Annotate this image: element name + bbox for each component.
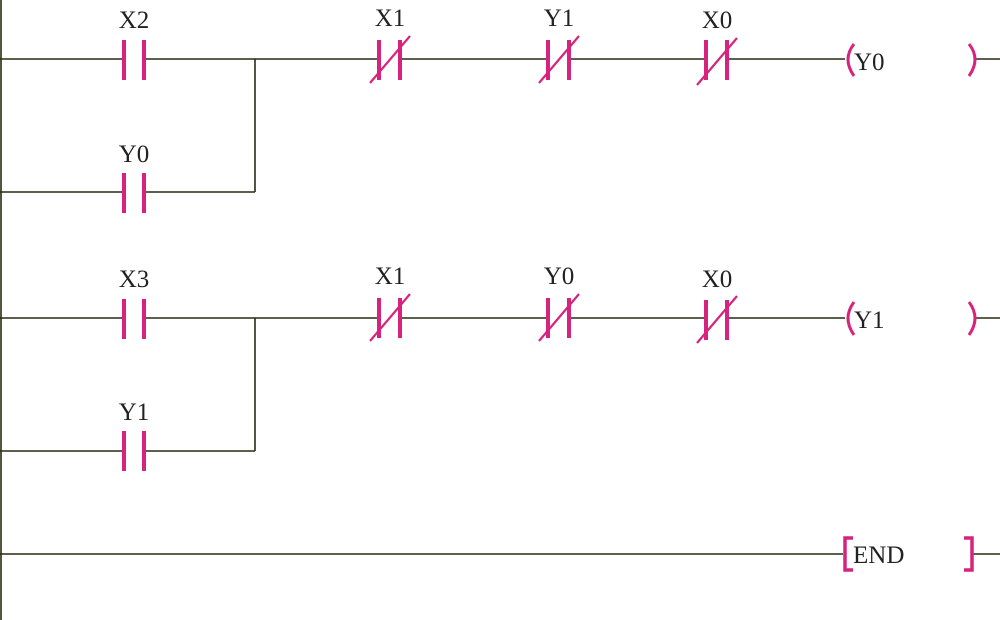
contact-label: X2 [119, 7, 150, 34]
output-coil: Y0 [846, 43, 977, 77]
contact-label: Y0 [544, 263, 575, 290]
coil-label: Y0 [854, 49, 885, 76]
contact-no: Y0 [119, 141, 150, 213]
end-bracket-left [843, 536, 853, 572]
contact-label: X0 [702, 7, 733, 34]
contact-nc: Y1 [538, 5, 580, 84]
contact-no: Y1 [119, 399, 150, 471]
contact-nc: X1 [369, 263, 411, 342]
end-label: END [853, 542, 904, 569]
contact-label: X3 [119, 266, 150, 293]
contact-nc: X1 [369, 5, 411, 84]
contact-label: Y1 [119, 399, 150, 426]
contact-label: X1 [375, 5, 406, 32]
contact-nc: Y0 [538, 263, 580, 342]
contact-label: X0 [702, 266, 733, 293]
end-rung: END [0, 536, 1000, 572]
contact-no: X3 [119, 266, 150, 339]
contact-no: X2 [119, 7, 150, 80]
coil-label: Y1 [854, 307, 885, 334]
contact-label: Y0 [119, 141, 150, 168]
rung-2: X3 Y1 X1 Y0 X0 [0, 263, 1000, 471]
contact-nc: X0 [696, 266, 738, 344]
contact-label: X1 [375, 263, 406, 290]
contact-label: Y1 [544, 5, 575, 32]
rung-1: X2 Y0 X1 Y1 X0 [0, 5, 1000, 213]
output-coil: Y1 [846, 301, 977, 336]
contact-nc: X0 [696, 7, 738, 86]
end-bracket-right [964, 536, 974, 572]
